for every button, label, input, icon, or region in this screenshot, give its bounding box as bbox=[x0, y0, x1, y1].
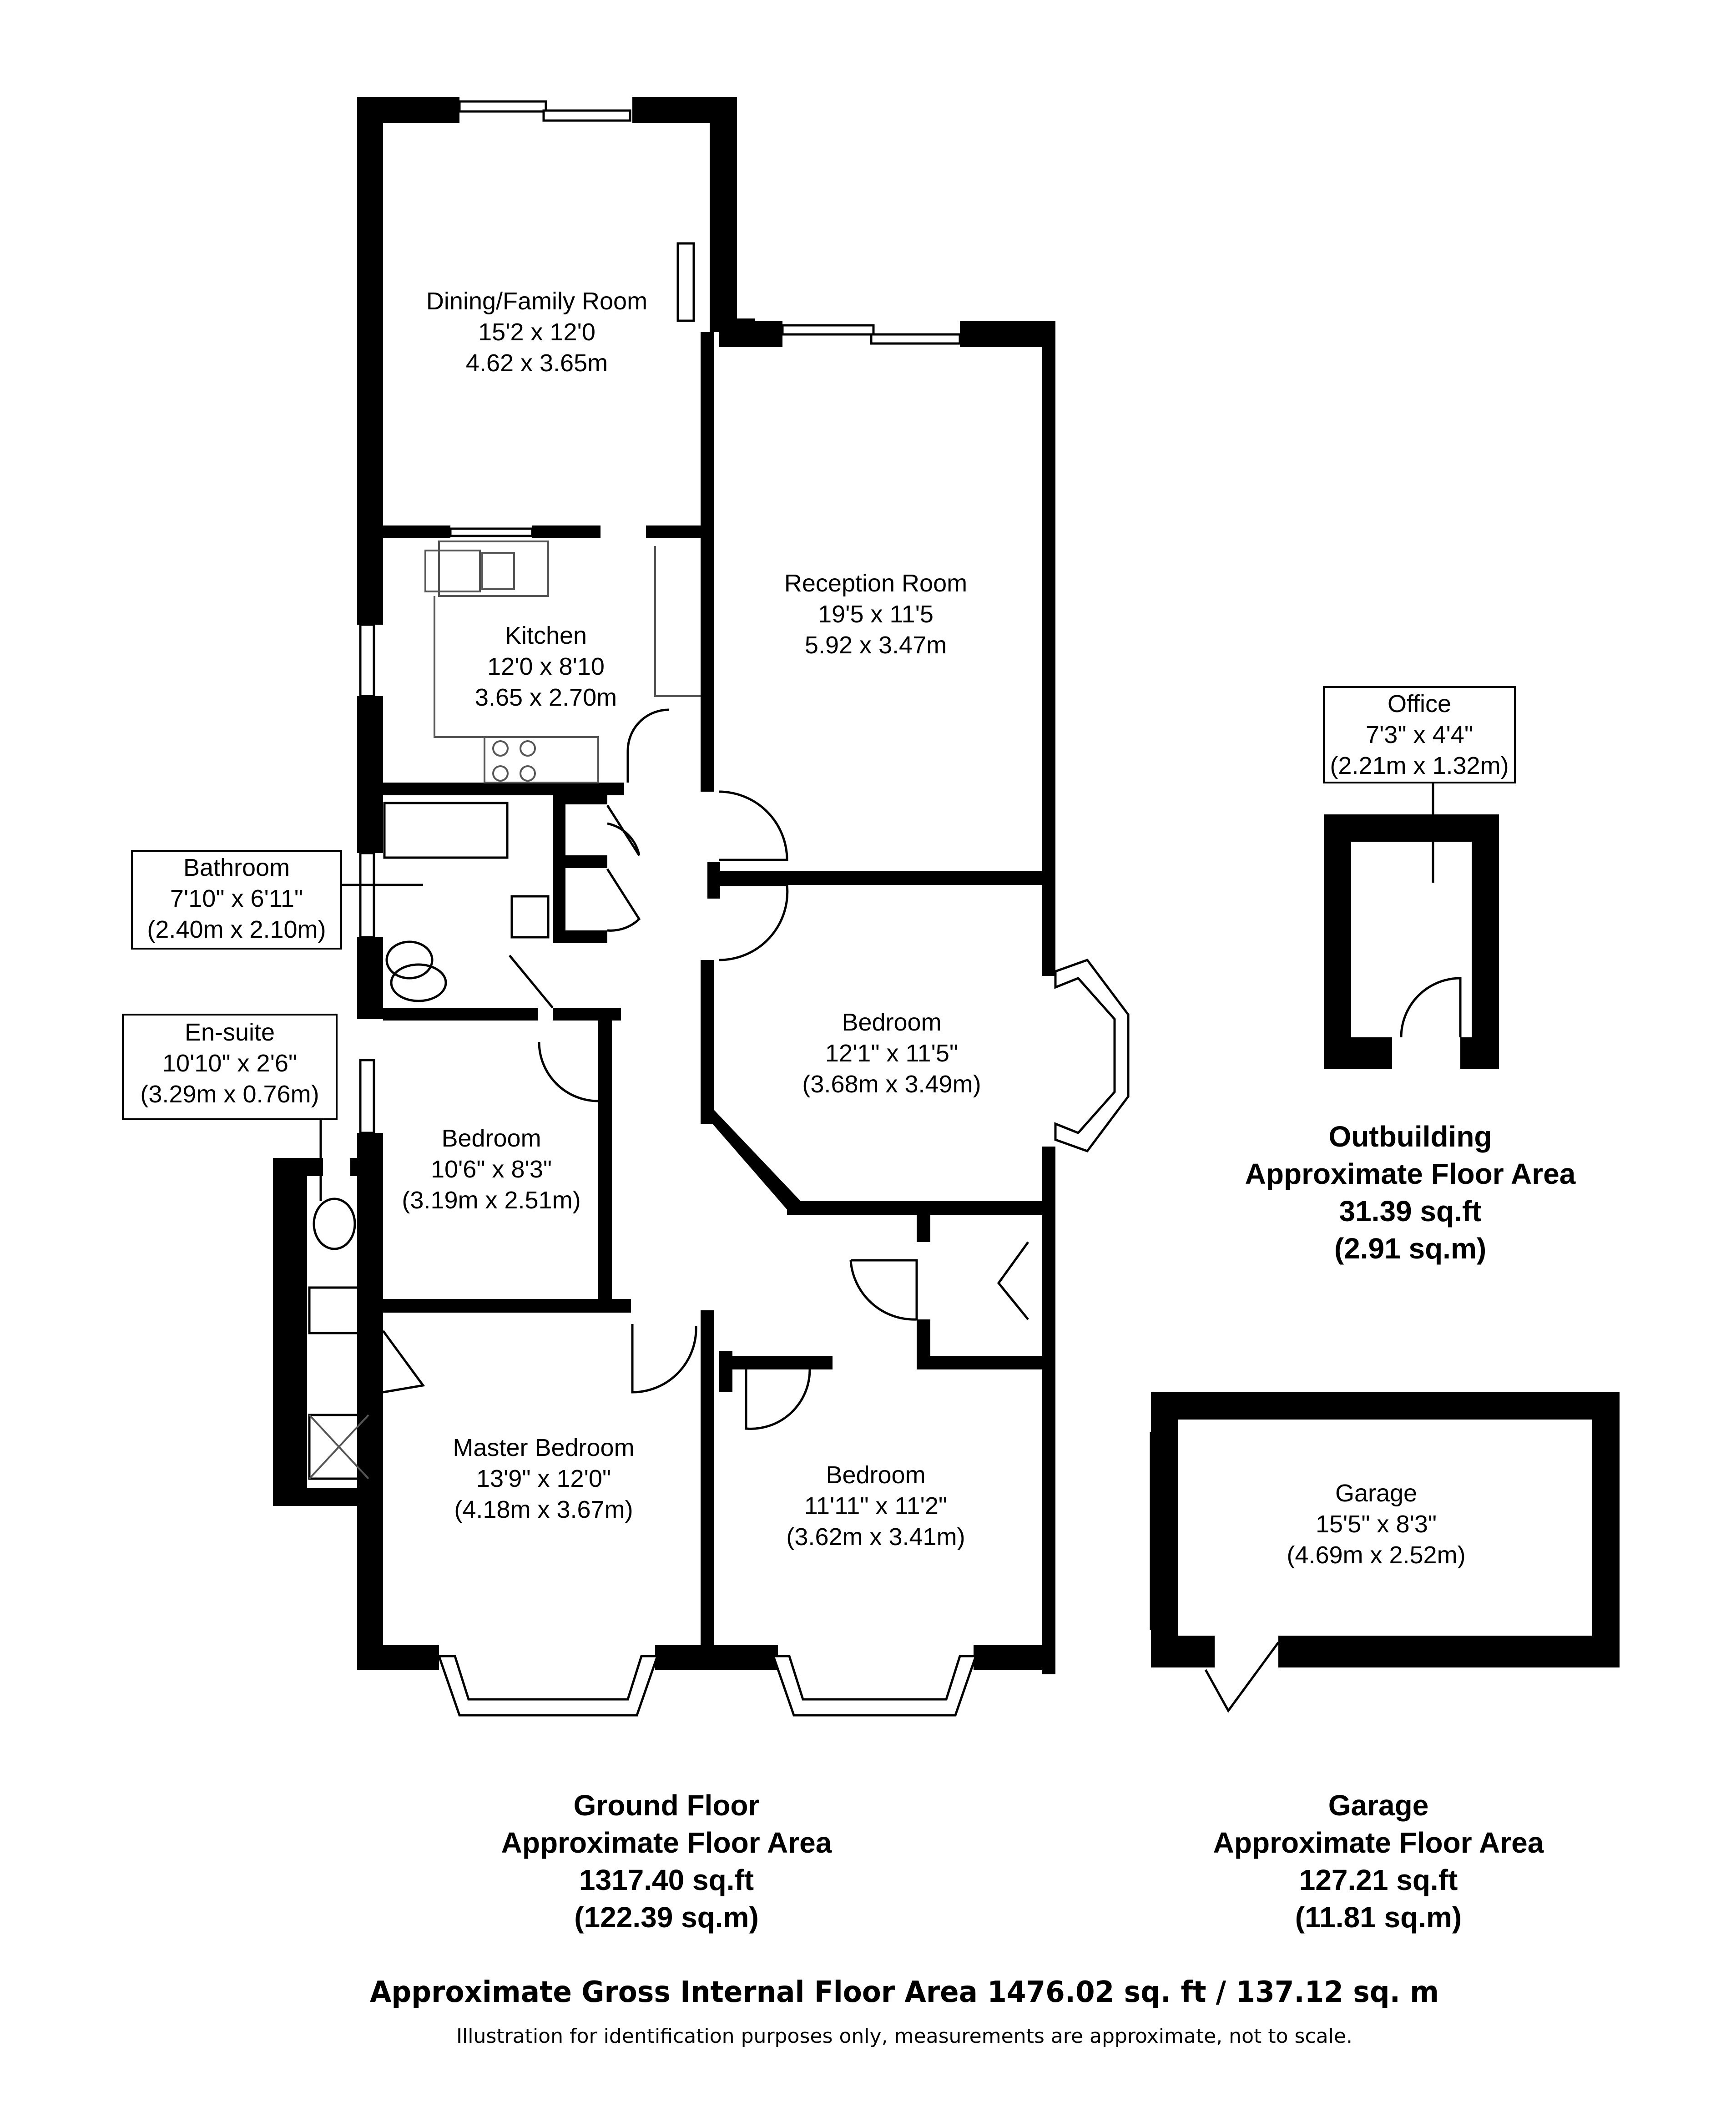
svg-text:Master Bedroom: Master Bedroom bbox=[453, 1434, 634, 1461]
area-garage: Garage Approximate Floor Area 127.21 sq.… bbox=[1213, 1789, 1544, 1934]
svg-text:Bedroom: Bedroom bbox=[826, 1461, 925, 1489]
svg-text:11'11" x 11'2": 11'11" x 11'2" bbox=[804, 1492, 947, 1520]
garage-walls bbox=[1151, 1392, 1620, 1667]
svg-text:(3.62m x 3.41m): (3.62m x 3.41m) bbox=[786, 1523, 965, 1551]
svg-text:7'10" x 6'11": 7'10" x 6'11" bbox=[170, 885, 303, 912]
area-outbuilding: Outbuilding Approximate Floor Area 31.39… bbox=[1245, 1120, 1576, 1265]
svg-text:Approximate Floor Area: Approximate Floor Area bbox=[1213, 1826, 1544, 1859]
svg-text:12'0 x 8'10: 12'0 x 8'10 bbox=[487, 653, 605, 680]
room-bedroom-south: Bedroom 11'11" x 11'2" (3.62m x 3.41m) bbox=[786, 1461, 965, 1551]
bathroom-label-box bbox=[131, 850, 342, 950]
svg-text:7'3" x 4'4": 7'3" x 4'4" bbox=[1366, 721, 1473, 748]
room-garage: Garage 15'5" x 8'3" (4.69m x 2.52m) bbox=[1287, 1480, 1465, 1569]
svg-text:31.39 sq.ft: 31.39 sq.ft bbox=[1339, 1195, 1481, 1228]
svg-text:15'2 x 12'0: 15'2 x 12'0 bbox=[478, 318, 595, 346]
room-bathroom: Bathroom 7'10" x 6'11" (2.40m x 2.10m) bbox=[147, 854, 326, 943]
svg-text:(3.19m x 2.51m): (3.19m x 2.51m) bbox=[402, 1187, 580, 1214]
office-label-box bbox=[1323, 686, 1516, 783]
svg-text:12'1" x 11'5": 12'1" x 11'5" bbox=[825, 1040, 958, 1067]
svg-text:(2.40m x 2.10m): (2.40m x 2.10m) bbox=[147, 916, 326, 943]
svg-text:(4.18m x 3.67m): (4.18m x 3.67m) bbox=[454, 1496, 633, 1523]
svg-text:Bathroom: Bathroom bbox=[183, 854, 290, 881]
gross-area-footer: Approximate Gross Internal Floor Area 14… bbox=[370, 1976, 1439, 2009]
svg-text:(2.21m x 1.32m): (2.21m x 1.32m) bbox=[1330, 752, 1509, 779]
ground-floor-walls bbox=[273, 97, 1055, 1674]
svg-text:(2.91 sq.m): (2.91 sq.m) bbox=[1334, 1232, 1486, 1265]
room-kitchen: Kitchen 12'0 x 8'10 3.65 x 2.70m bbox=[475, 622, 617, 711]
room-reception: Reception Room 19'5 x 11'5 5.92 x 3.47m bbox=[784, 570, 967, 659]
svg-text:3.65 x 2.70m: 3.65 x 2.70m bbox=[475, 684, 617, 711]
svg-text:1317.40 sq.ft: 1317.40 sq.ft bbox=[579, 1864, 754, 1896]
svg-text:Kitchen: Kitchen bbox=[505, 622, 587, 649]
svg-text:Approximate Floor Area: Approximate Floor Area bbox=[1245, 1157, 1576, 1190]
fixtures bbox=[308, 541, 701, 1480]
svg-text:Garage: Garage bbox=[1335, 1480, 1417, 1507]
disclaimer: Illustration for identification purposes… bbox=[456, 2025, 1352, 2048]
svg-text:127.21 sq.ft: 127.21 sq.ft bbox=[1299, 1864, 1458, 1896]
svg-text:Bedroom: Bedroom bbox=[842, 1009, 941, 1036]
outbuilding-walls bbox=[1324, 814, 1499, 1069]
svg-text:(3.68m x 3.49m): (3.68m x 3.49m) bbox=[802, 1071, 981, 1098]
ensuite-label-box bbox=[122, 1014, 338, 1120]
svg-text:(122.39 sq.m): (122.39 sq.m) bbox=[574, 1901, 759, 1934]
svg-text:4.62 x 3.65m: 4.62 x 3.65m bbox=[466, 349, 608, 377]
room-master-bedroom: Master Bedroom 13'9" x 12'0" (4.18m x 3.… bbox=[453, 1434, 634, 1523]
svg-text:Bedroom: Bedroom bbox=[441, 1125, 541, 1152]
svg-text:Dining/Family Room: Dining/Family Room bbox=[426, 288, 647, 315]
svg-text:Outbuilding: Outbuilding bbox=[1329, 1120, 1492, 1153]
label-leaders bbox=[319, 783, 1434, 1201]
doors bbox=[382, 708, 1280, 1713]
svg-text:19'5 x 11'5: 19'5 x 11'5 bbox=[818, 601, 934, 628]
svg-text:10'10" x 2'6": 10'10" x 2'6" bbox=[162, 1050, 297, 1077]
room-dining: Dining/Family Room 15'2 x 12'0 4.62 x 3.… bbox=[426, 288, 647, 377]
svg-text:(4.69m x 2.52m): (4.69m x 2.52m) bbox=[1287, 1541, 1465, 1569]
svg-text:13'9" x 12'0": 13'9" x 12'0" bbox=[476, 1465, 611, 1492]
svg-text:Approximate Floor Area: Approximate Floor Area bbox=[501, 1826, 832, 1859]
room-bedroom-east: Bedroom 12'1" x 11'5" (3.68m x 3.49m) bbox=[802, 1009, 981, 1098]
svg-text:10'6" x 8'3": 10'6" x 8'3" bbox=[431, 1156, 552, 1183]
room-office: Office 7'3" x 4'4" (2.21m x 1.32m) bbox=[1330, 690, 1509, 779]
svg-text:Office: Office bbox=[1388, 690, 1451, 717]
room-ensuite: En-suite 10'10" x 2'6" (3.29m x 0.76m) bbox=[140, 1019, 319, 1108]
room-bedroom-west: Bedroom 10'6" x 8'3" (3.19m x 2.51m) bbox=[402, 1125, 580, 1214]
svg-text:Garage: Garage bbox=[1328, 1789, 1429, 1822]
svg-text:En-suite: En-suite bbox=[185, 1019, 275, 1046]
area-ground-floor: Ground Floor Approximate Floor Area 1317… bbox=[501, 1789, 832, 1934]
svg-text:Ground Floor: Ground Floor bbox=[574, 1789, 760, 1822]
svg-text:(11.81 sq.m): (11.81 sq.m) bbox=[1295, 1901, 1462, 1934]
svg-text:15'5" x 8'3": 15'5" x 8'3" bbox=[1316, 1511, 1437, 1538]
svg-text:5.92 x 3.47m: 5.92 x 3.47m bbox=[805, 632, 947, 659]
svg-text:Reception Room: Reception Room bbox=[784, 570, 967, 597]
svg-text:(3.29m x 0.76m): (3.29m x 0.76m) bbox=[140, 1081, 319, 1108]
